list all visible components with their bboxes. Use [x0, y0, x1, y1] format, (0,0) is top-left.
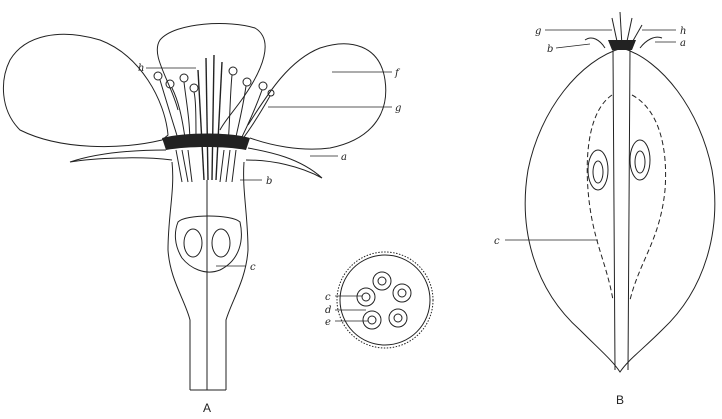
sepal-left	[70, 150, 172, 162]
disc	[162, 134, 250, 151]
petal-center	[157, 24, 265, 130]
caption-b: B	[616, 393, 624, 407]
label-x-c: c	[325, 292, 331, 303]
label-b-c: c	[494, 236, 500, 247]
carpel-boundary	[587, 95, 665, 300]
figure-b-fruit-section: g h b a c B	[494, 12, 715, 407]
petal-right	[248, 44, 386, 149]
ovule-right	[212, 229, 230, 257]
label-a-c: c	[250, 262, 256, 273]
label-x-d: d	[325, 305, 331, 316]
label-x-e: e	[325, 317, 331, 328]
caption-a: A	[203, 401, 211, 415]
label-a-h: h	[138, 63, 144, 74]
fruit-core	[613, 50, 630, 370]
hypanthium	[168, 162, 248, 390]
label-a-a: a	[341, 152, 347, 163]
label-b-g: g	[535, 26, 541, 37]
seed-right-inner	[635, 151, 645, 173]
ovary	[175, 216, 241, 272]
petal-left	[3, 34, 168, 146]
sepal-right	[246, 148, 322, 178]
cross-section-rim	[340, 255, 430, 345]
cross-section-outer	[337, 252, 433, 348]
calyx-dark	[608, 40, 636, 50]
label-a-f: f	[394, 68, 401, 79]
label-b-b: b	[547, 44, 553, 55]
styles	[198, 55, 222, 180]
seed-left-inner	[593, 161, 603, 183]
figure-a-flower-section: h f g a b c A	[3, 24, 401, 415]
label-a-g: g	[395, 103, 401, 114]
ovule-left	[184, 229, 202, 257]
label-a-b: b	[266, 176, 272, 187]
carpels	[357, 272, 411, 329]
label-b-h: h	[680, 26, 686, 37]
seed-left	[588, 150, 608, 190]
cross-section: c d e	[325, 252, 433, 348]
label-b-a: a	[680, 38, 686, 49]
seed-right	[630, 140, 650, 180]
disc-hatching	[176, 150, 236, 182]
fruit-outline	[525, 48, 715, 372]
